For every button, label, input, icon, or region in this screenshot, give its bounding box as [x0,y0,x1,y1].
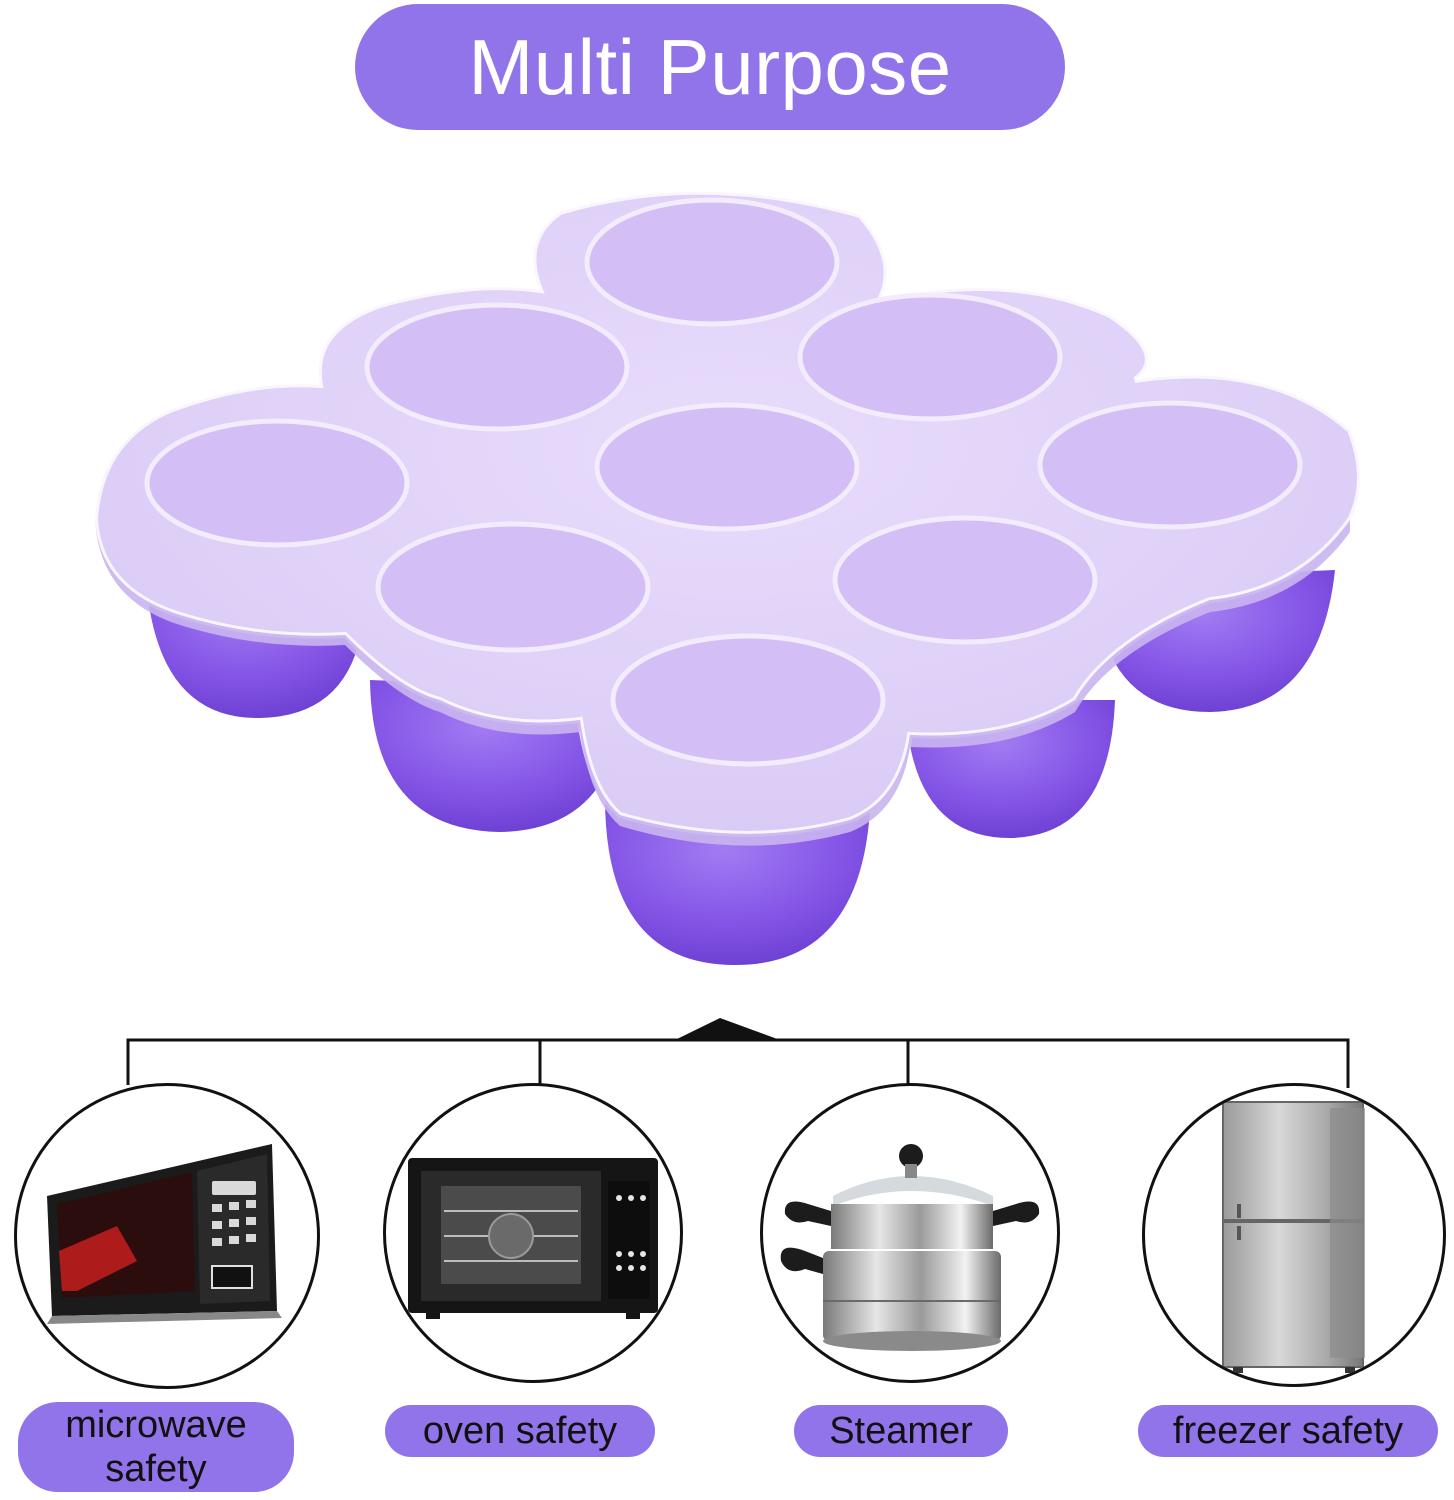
freezer-tray-illustration [95,191,1360,965]
steamer-pot-icon [780,1144,1040,1351]
label-oven-safety: oven safety [385,1405,655,1457]
refrigerator-icon [1222,1101,1365,1373]
use-circle-steamer [760,1083,1060,1383]
connector-lines [126,1018,1350,1088]
title-banner: Multi Purpose [355,4,1065,130]
oven-icon [408,1158,658,1319]
page-title: Multi Purpose [468,22,952,111]
lid-compartments [144,197,1303,767]
use-label: microwave safety [65,1404,247,1490]
use-circle-oven [383,1083,683,1383]
use-circle-freezer [1142,1083,1446,1387]
microwave-icon [47,1144,282,1324]
use-label: oven safety [422,1410,618,1452]
label-microwave-safety: microwave safety [18,1402,294,1492]
use-label: freezer safety [1172,1410,1404,1452]
use-circle-microwave [14,1083,320,1389]
use-label: Steamer [829,1410,973,1452]
label-freezer-safety: freezer safety [1138,1405,1438,1457]
label-steamer: Steamer [794,1405,1008,1457]
